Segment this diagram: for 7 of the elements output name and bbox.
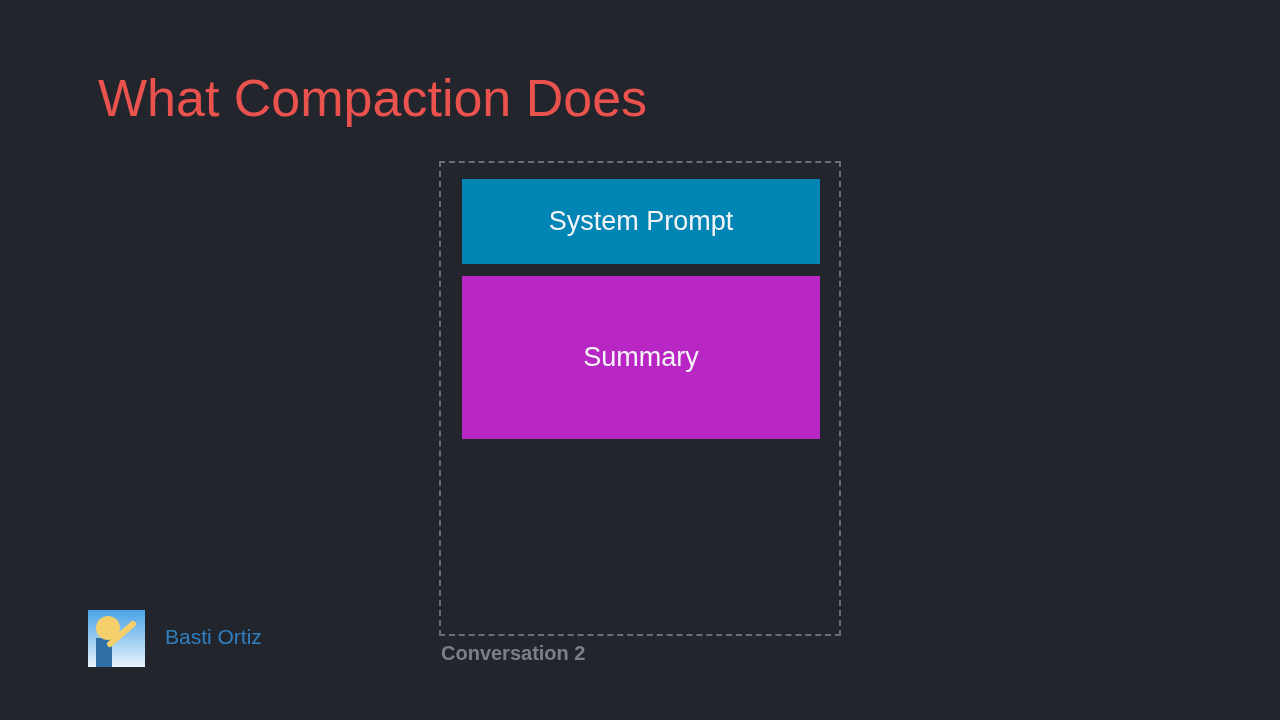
container-label: Conversation 2 xyxy=(441,642,586,665)
block-label: System Prompt xyxy=(548,206,734,237)
block xyxy=(462,179,820,264)
block-label: Summary xyxy=(583,342,699,373)
block xyxy=(462,276,820,439)
title: What Compaction Does xyxy=(98,68,648,128)
author-name: Basti Ortiz xyxy=(165,625,262,649)
